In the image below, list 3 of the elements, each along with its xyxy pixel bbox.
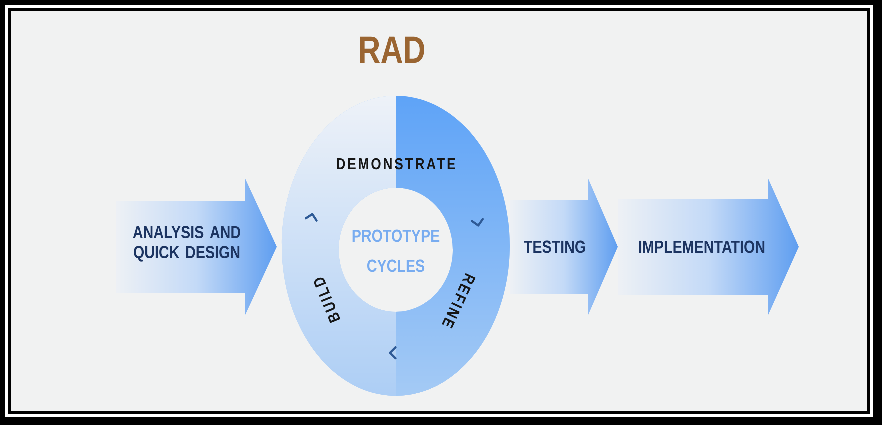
stage-label: BUILD (314, 278, 341, 324)
stage-label: DEMONSTRATE (337, 158, 456, 170)
title: RAD (360, 36, 424, 64)
